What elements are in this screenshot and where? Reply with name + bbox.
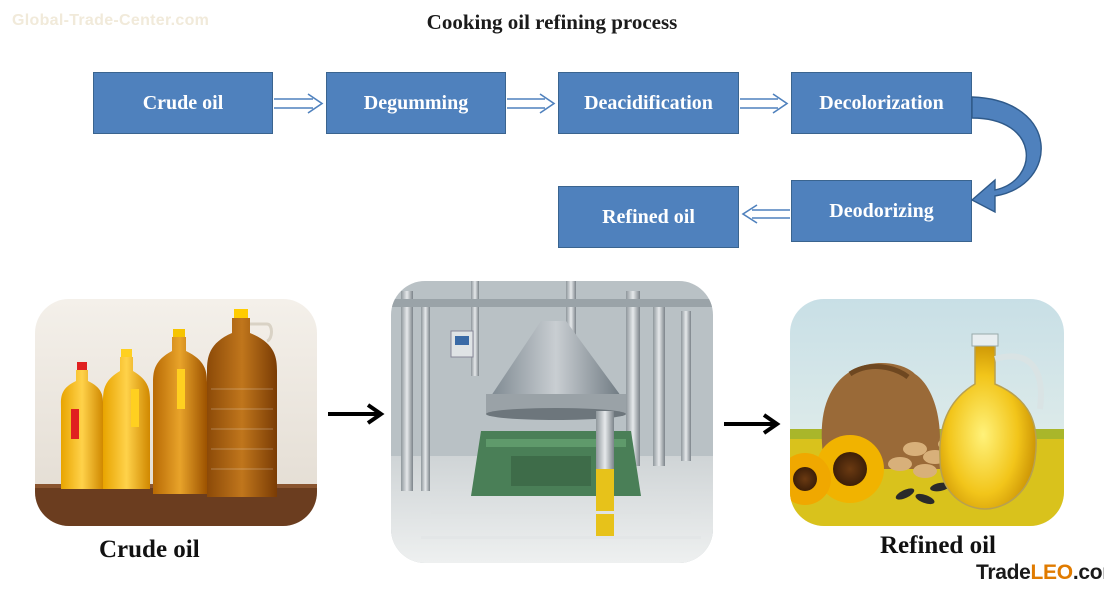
- double-arrow-left-icon: [741, 204, 790, 224]
- black-arrow-right-icon: [328, 403, 385, 425]
- crude-oil-bottles-image: [35, 299, 317, 526]
- watermark: Global-Trade-Center.com: [12, 12, 210, 29]
- double-arrow-right-icon: [740, 93, 789, 114]
- refined-oil-image: [790, 299, 1064, 526]
- curved-arrow-icon: [970, 96, 1042, 214]
- step-crude-oil: Crude oil: [93, 72, 273, 134]
- step-deacidification: Deacidification: [558, 72, 739, 134]
- double-arrow-right-icon: [507, 93, 556, 114]
- step-degumming: Degumming: [326, 72, 506, 134]
- double-arrow-right-icon: [274, 93, 324, 114]
- crude-oil-caption: Crude oil: [99, 536, 200, 563]
- refined-oil-caption: Refined oil: [880, 532, 996, 559]
- step-deodorizing: Deodorizing: [791, 180, 972, 242]
- brand-part3: .com: [1072, 561, 1104, 584]
- refining-machine-image: [391, 281, 713, 563]
- step-decolorization: Decolorization: [791, 72, 972, 134]
- diagram-title: Cooking oil refining process: [426, 10, 678, 34]
- brand-part1: Trade: [976, 561, 1031, 584]
- brand-logo: TradeLEO.com: [976, 561, 1104, 585]
- flow-arrows: [274, 93, 1042, 224]
- step-refined-oil: Refined oil: [558, 186, 739, 248]
- brand-part2: LEO: [1030, 561, 1074, 584]
- black-arrow-right-icon: [724, 413, 781, 435]
